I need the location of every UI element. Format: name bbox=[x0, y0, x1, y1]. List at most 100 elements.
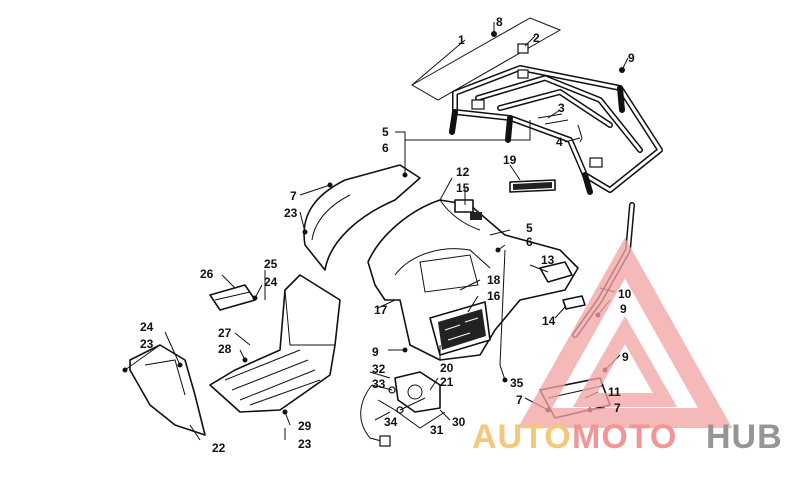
callout-30: 30 bbox=[452, 415, 466, 429]
leader-31-group bbox=[377, 397, 446, 429]
callout-10: 10 bbox=[618, 287, 632, 301]
callout-25: 25 bbox=[264, 257, 278, 271]
rear-rack bbox=[410, 17, 663, 195]
callout-18: 18 bbox=[487, 273, 501, 287]
leader-30 bbox=[439, 409, 451, 421]
liner-crease bbox=[311, 194, 351, 241]
footrest-ridge bbox=[214, 291, 251, 301]
callout-6-top: 6 bbox=[382, 141, 389, 155]
rack-clamp-1 bbox=[471, 99, 485, 110]
taillight-housing bbox=[394, 371, 441, 413]
callout-5-top: 5 bbox=[382, 125, 389, 139]
watermark-triangle-inner bbox=[572, 315, 678, 407]
leader-9-top bbox=[621, 57, 629, 71]
callout-35: 35 bbox=[510, 376, 524, 390]
dot-35 bbox=[502, 377, 508, 383]
callout-7-lower-left: 7 bbox=[516, 393, 523, 407]
emblem-15-fill bbox=[470, 212, 482, 220]
rack-clamp-2 bbox=[517, 69, 529, 79]
watermark-triangle-outer bbox=[517, 237, 733, 428]
leader-2 bbox=[524, 35, 536, 47]
footwell-wall bbox=[284, 289, 335, 346]
dot-24-left bbox=[177, 362, 183, 368]
callout-7-lower-right: 7 bbox=[614, 401, 621, 415]
dot-9-left bbox=[402, 347, 408, 353]
dot-7 bbox=[327, 182, 333, 188]
callout-19: 19 bbox=[503, 153, 517, 167]
nut-2 bbox=[517, 43, 529, 54]
callout-22: 22 bbox=[212, 441, 226, 455]
callout-5-mid: 5 bbox=[526, 221, 533, 235]
leader-22 bbox=[189, 424, 201, 441]
leader-18 bbox=[459, 279, 481, 291]
rack-legs bbox=[449, 85, 625, 195]
callout-23-upper: 23 bbox=[284, 206, 298, 220]
rack-cross-tube-2-inner bbox=[498, 90, 612, 127]
rack-brace-plate bbox=[537, 113, 569, 125]
leader-34 bbox=[374, 411, 391, 421]
callout-28: 28 bbox=[218, 342, 232, 356]
fender-inner-wall bbox=[419, 254, 479, 293]
callout-17: 17 bbox=[374, 303, 388, 317]
leader-3 bbox=[547, 109, 561, 119]
side-panel-crease bbox=[144, 359, 186, 396]
leader-19 bbox=[509, 164, 521, 181]
watermark-word-moto: MOTO bbox=[572, 418, 677, 456]
leader-1 bbox=[411, 39, 466, 86]
leader-14 bbox=[554, 305, 567, 319]
leader-26 bbox=[221, 274, 236, 289]
rack-bracket-outline bbox=[410, 17, 562, 101]
taillight-lens bbox=[407, 384, 423, 400]
leader-32-33 bbox=[369, 371, 393, 391]
callout-23-left: 23 bbox=[140, 337, 154, 351]
footrest-bracket bbox=[209, 284, 256, 311]
fender-wheel-arch bbox=[394, 248, 491, 276]
callout-11: 11 bbox=[608, 385, 621, 399]
leader-7-23 bbox=[299, 184, 331, 233]
footwell-treads bbox=[224, 349, 321, 406]
side-panel bbox=[129, 344, 206, 436]
callout-13: 13 bbox=[541, 253, 555, 267]
fender-top-crease bbox=[439, 199, 481, 231]
callout-3: 3 bbox=[558, 101, 565, 115]
dot-29 bbox=[282, 409, 288, 415]
side-decal-lettering bbox=[444, 317, 479, 341]
callout-33: 33 bbox=[372, 377, 386, 391]
leader-27 bbox=[234, 332, 251, 346]
callout-1: 1 bbox=[458, 33, 465, 47]
callout-7-left: 7 bbox=[290, 189, 297, 203]
reflector-13 bbox=[539, 261, 573, 283]
callout-21: 21 bbox=[440, 375, 454, 389]
callout-labels: 1 2 3 4 5 6 5 6 7 7 7 8 9 9 9 9 10 11 12… bbox=[140, 15, 635, 455]
callout-32: 32 bbox=[372, 362, 386, 376]
callout-31: 31 bbox=[430, 423, 444, 437]
callout-4: 4 bbox=[556, 135, 563, 149]
decal-19 bbox=[509, 179, 556, 193]
callout-24-mid: 24 bbox=[264, 275, 278, 289]
callout-15: 15 bbox=[456, 181, 470, 195]
rack-clamp-3 bbox=[589, 157, 603, 168]
callout-24-left: 24 bbox=[140, 320, 154, 334]
callout-2: 2 bbox=[533, 31, 540, 45]
leader-16 bbox=[467, 295, 479, 313]
decal-19-fill bbox=[513, 182, 552, 190]
fender-liner bbox=[303, 164, 421, 271]
callout-9-lower: 9 bbox=[622, 350, 629, 364]
leader-5-6-top bbox=[395, 120, 531, 175]
dot-24-mid bbox=[252, 295, 258, 301]
rack-frame-tube bbox=[452, 65, 663, 193]
taillight-assembly bbox=[360, 371, 441, 447]
footwell-panel bbox=[209, 274, 341, 413]
rack-cross-tube-1-inner bbox=[476, 76, 642, 152]
footrest-plate bbox=[209, 284, 256, 311]
callout-26: 26 bbox=[200, 267, 214, 281]
leader-23-24-left bbox=[124, 331, 181, 371]
leader-4 bbox=[564, 137, 581, 143]
callout-16: 16 bbox=[487, 289, 501, 303]
callout-23-bottom: 23 bbox=[298, 437, 312, 451]
rack-bolt-4 bbox=[577, 124, 583, 143]
dot-28 bbox=[242, 357, 248, 363]
taillight-connector bbox=[379, 435, 391, 447]
